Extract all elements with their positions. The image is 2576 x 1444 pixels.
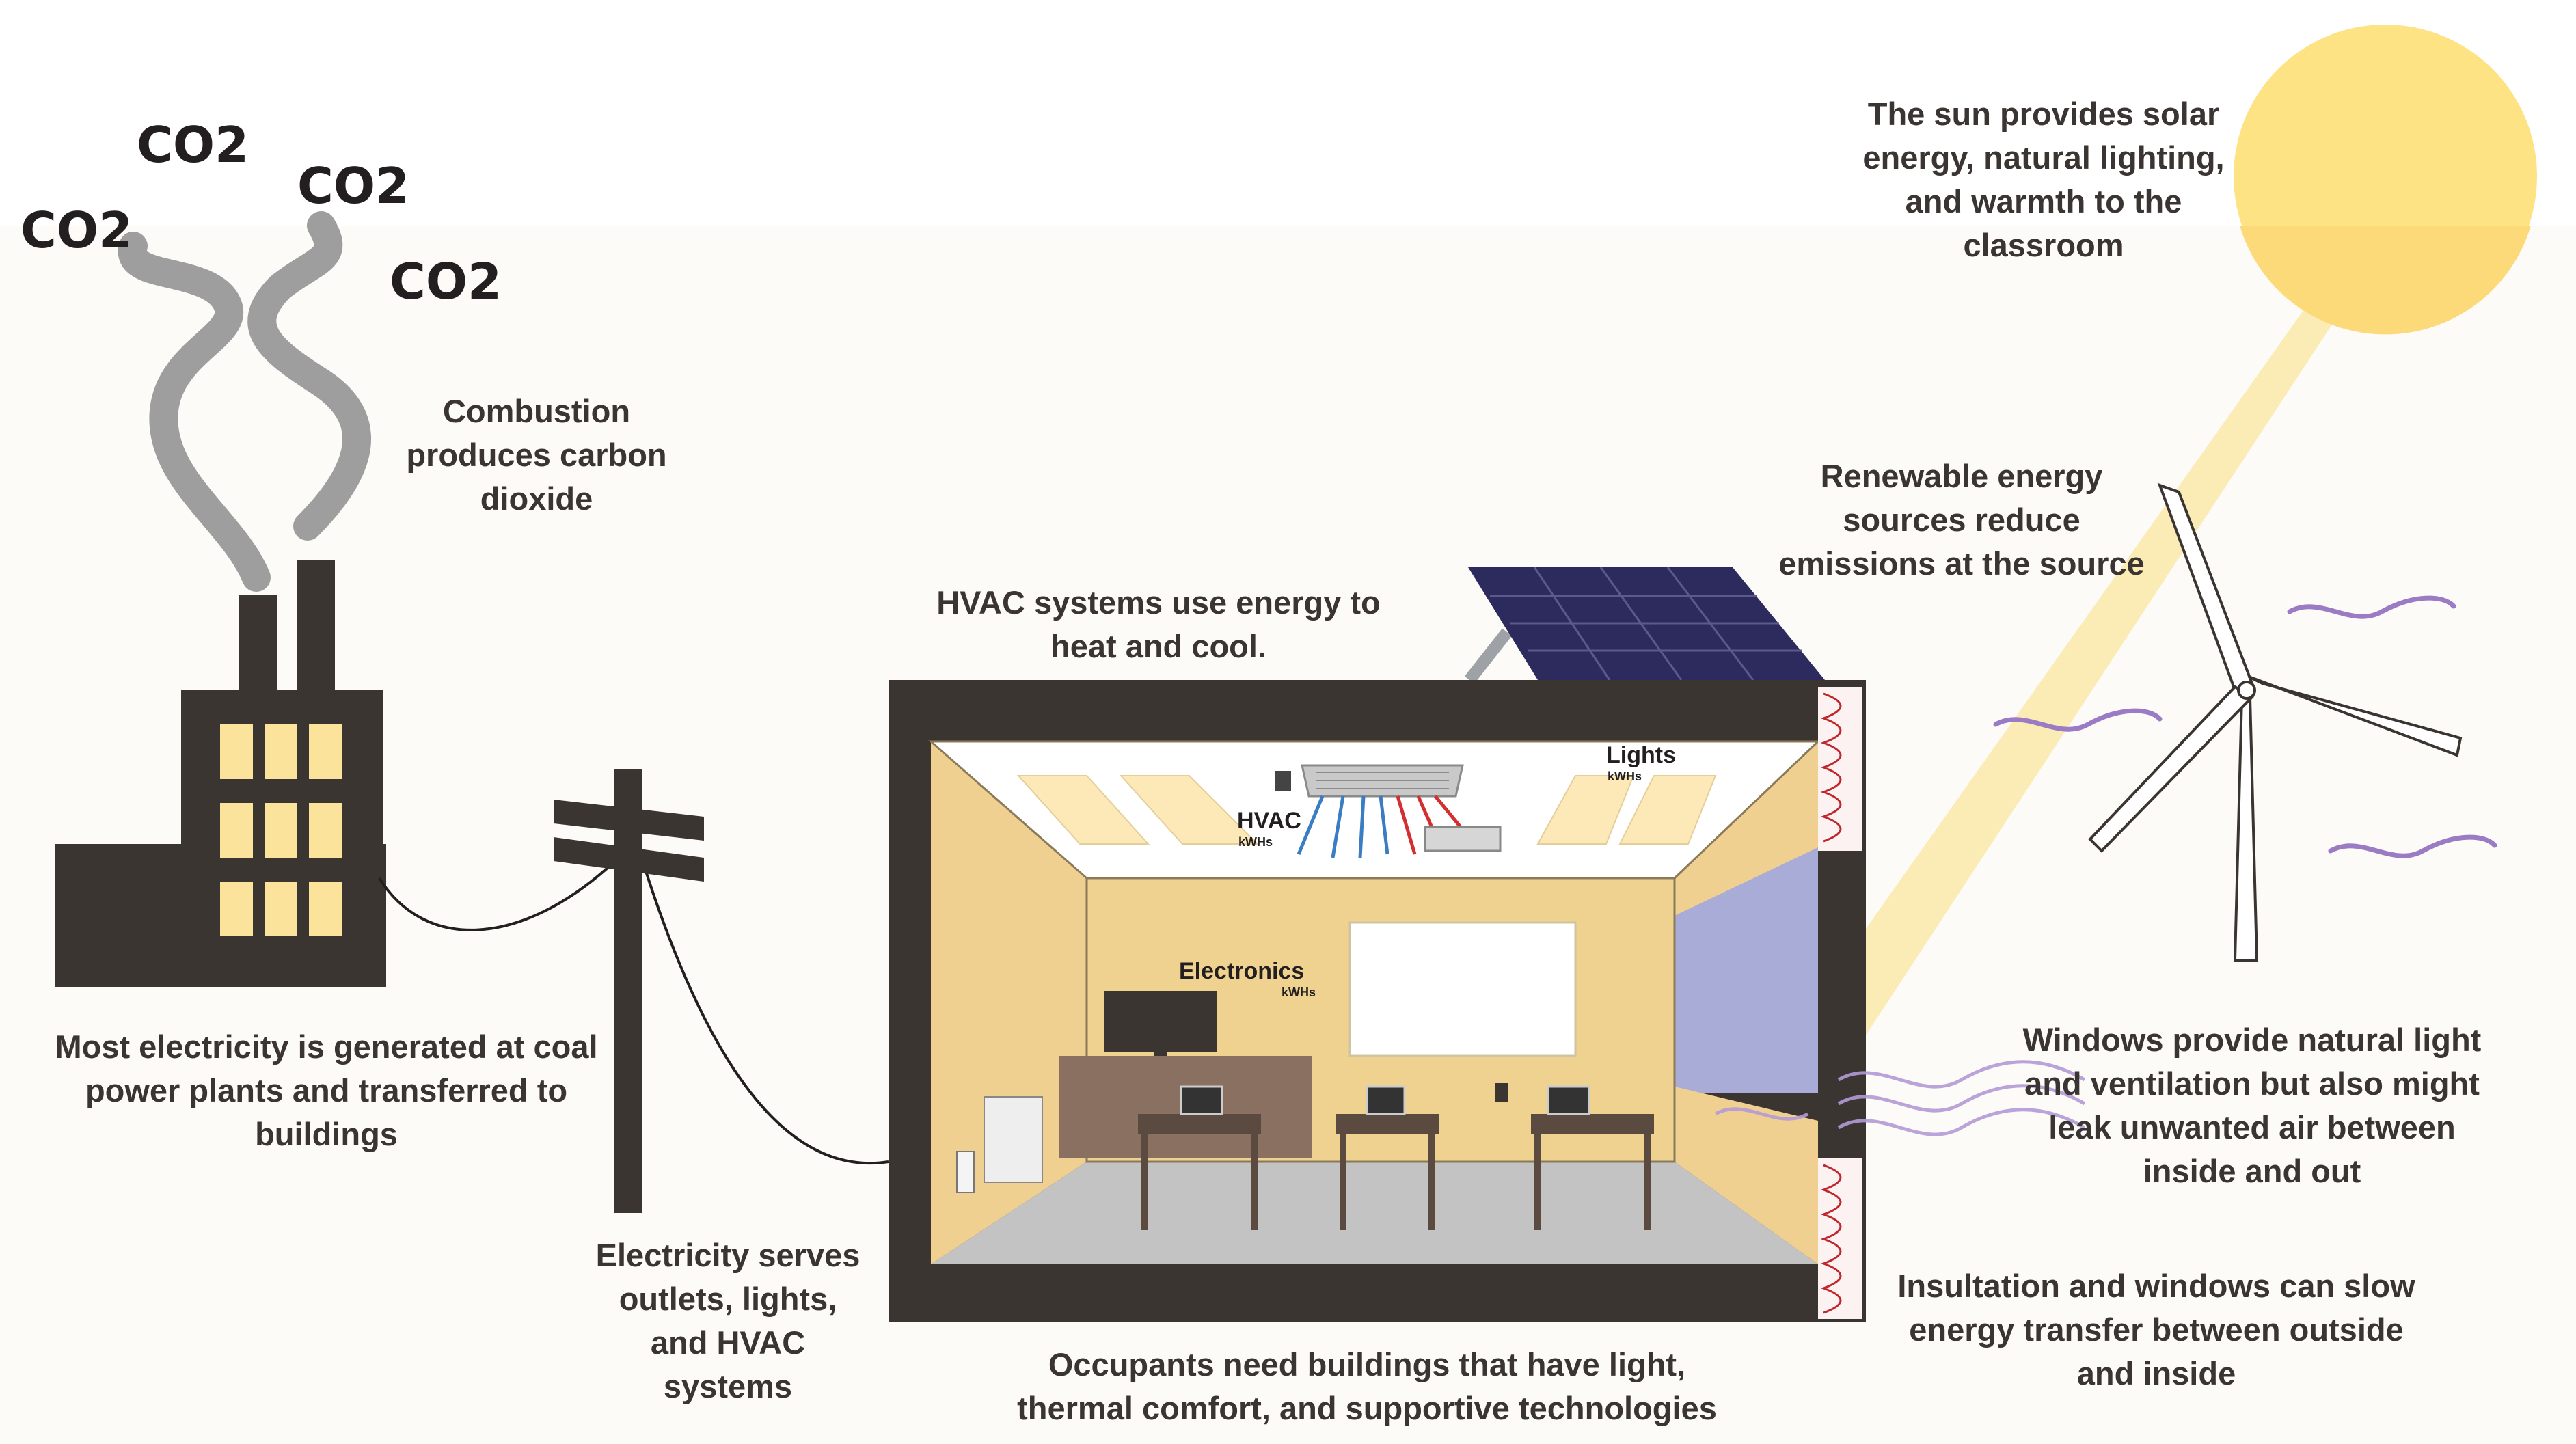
caption-electricity: Electricity serves outlets, lights, and …	[595, 1237, 860, 1404]
co2-label: CO2	[297, 157, 410, 215]
electronics-label: Electronics	[1179, 958, 1304, 984]
hvac-label: HVAC	[1237, 808, 1301, 834]
caption-sun: The sun provides solar energy, natural l…	[1862, 96, 2225, 263]
student-desks	[1138, 1085, 1654, 1230]
co2-label: CO2	[21, 202, 133, 259]
co2-label: CO2	[137, 116, 249, 174]
ceiling-lights	[1016, 775, 1717, 845]
solar-panel-icon	[1464, 567, 1825, 684]
smoke-icon	[118, 211, 371, 592]
teacher-desk	[956, 991, 1508, 1193]
power-line-wire	[378, 860, 616, 931]
caption-renewable: Renewable energy sources reduce emission…	[1778, 458, 2145, 582]
lights-unit-label: kWHs	[1608, 769, 1642, 783]
lights-label: Lights	[1606, 742, 1676, 768]
caption-hvac: HVAC systems use energy to heat and cool…	[936, 584, 1381, 664]
caption-insulation: Insultation and windows can slow energy …	[1897, 1268, 2415, 1391]
co2-label: CO2	[390, 253, 502, 310]
caption-occupants: Occupants need buildings that have light…	[1017, 1346, 1717, 1426]
wind-turbine-icon	[2088, 482, 2463, 962]
hvac-unit	[1275, 764, 1502, 858]
power-line-wire-to-building	[645, 871, 889, 1165]
wind-icon	[1993, 595, 2497, 858]
whiteboard	[1348, 921, 1577, 1057]
caption-combustion: Combustion produces carbon dioxide	[406, 393, 667, 517]
sun-icon	[2234, 25, 2537, 335]
power-plant	[55, 560, 386, 987]
utility-pole	[554, 769, 704, 1213]
air-leak-waves	[1714, 1060, 2086, 1136]
hvac-unit-label: kWHs	[1238, 835, 1273, 849]
electronics-unit-label: kWHs	[1282, 985, 1316, 999]
caption-coal: Most electricity is generated at coal po…	[55, 1028, 598, 1152]
insulation-strip	[1818, 687, 1862, 1319]
caption-windows: Windows provide natural light and ventil…	[2022, 1022, 2482, 1189]
